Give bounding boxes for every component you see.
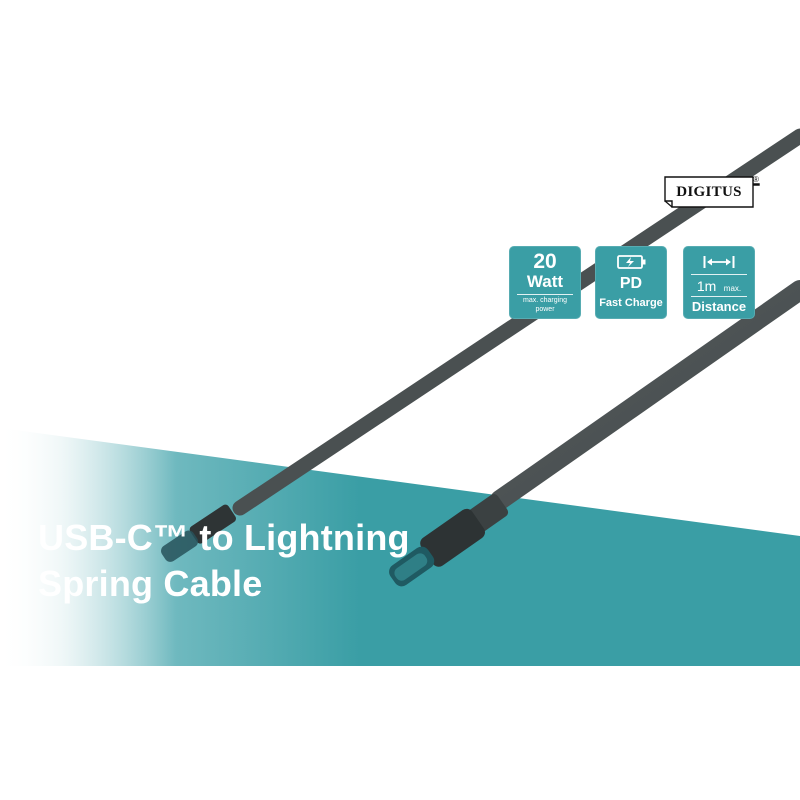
badge-power-caption: max. charging power: [523, 297, 567, 313]
badge-distance: 1m max. Distance: [683, 246, 755, 319]
badge-distance-value: 1m: [696, 278, 717, 294]
badge-divider: [517, 294, 573, 295]
badge-divider: [691, 274, 747, 275]
logo-wordmark: DIGITUS: [676, 184, 742, 200]
teal-band: [0, 428, 800, 666]
headline-line-1: USB-C™ to Lightning: [38, 517, 410, 558]
badge-pd-caption: Fast Charge: [599, 297, 663, 309]
badge-power-value: 20: [533, 250, 557, 273]
badge-distance-caption: Distance: [691, 299, 747, 314]
product-headline: USB-C™ to Lightning Spring Cable: [38, 515, 498, 607]
badge-pd: PD Fast Charge: [595, 246, 667, 319]
brand-logo: DIGITUS ®: [664, 175, 760, 208]
cable-front: [490, 280, 800, 510]
arrow-length-icon: [703, 256, 735, 268]
battery-bolt-icon: [617, 255, 646, 269]
logo-frame: [664, 176, 760, 208]
badge-distance-max: max.: [723, 284, 742, 293]
headline-line-2: Spring Cable: [38, 563, 263, 604]
badge-pd-label: PD: [619, 275, 643, 292]
badge-divider: [691, 296, 747, 297]
connector-front: [389, 494, 509, 587]
connector-back: [161, 504, 236, 562]
badge-power-unit: Watt: [526, 272, 564, 291]
registered-mark: ®: [753, 175, 759, 184]
badge-power: 20 Watt max. charging power: [509, 246, 581, 319]
badge-distance-value-row: 1m max.: [683, 277, 755, 298]
